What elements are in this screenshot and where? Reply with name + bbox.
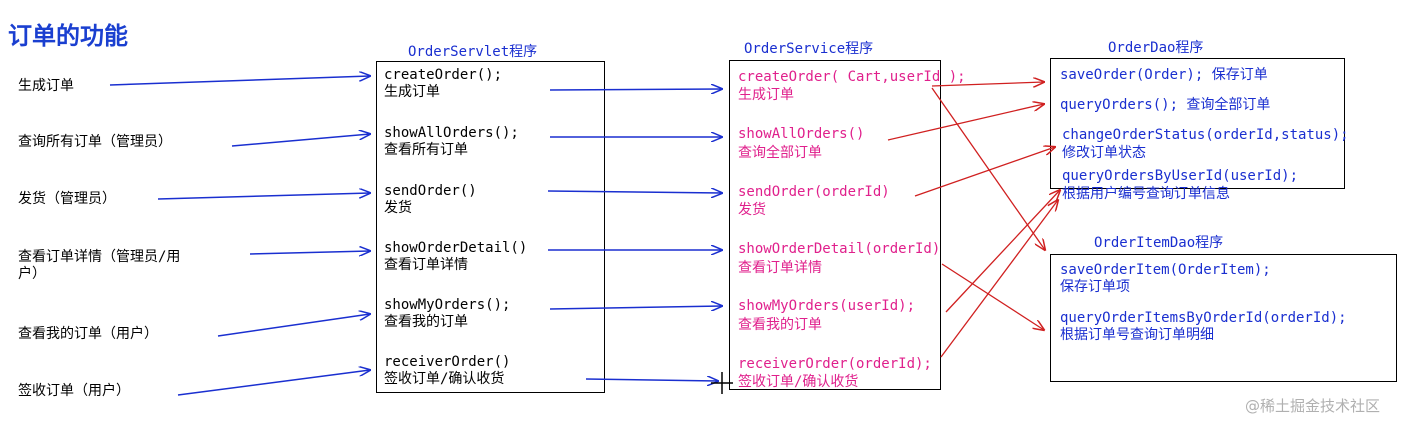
servlet-desc-show-all: 查看所有订单 (384, 142, 468, 158)
order-dao-line-by-user-desc: 根据用户编号查询订单信息 (1062, 186, 1230, 202)
service-method-create: createOrder( Cart,userId ); (738, 69, 966, 85)
feature-label-receive: 签收订单（用户） (18, 383, 130, 399)
servlet-desc-create: 生成订单 (384, 84, 440, 100)
arrow-service-send (914, 147, 1055, 197)
servlet-method-create: createOrder(); (384, 67, 503, 83)
order-item-dao-line-save: saveOrderItem(OrderItem); (1060, 262, 1271, 278)
arrow-servlet-my-orders (549, 306, 722, 309)
service-desc-my-orders: 查看我的订单 (738, 317, 822, 333)
arrow-feature-create (109, 76, 370, 86)
service-method-send: sendOrder(orderId) (738, 184, 890, 200)
order-dao-line-change-status: changeOrderStatus(orderId,status); (1062, 127, 1349, 143)
service-box (729, 60, 941, 390)
arrow-feature-my-orders (217, 314, 370, 337)
order-dao-line-by-user: queryOrdersByUserId(userId); (1062, 168, 1299, 184)
order-dao-box (1050, 58, 1345, 189)
feature-label-detail-line2: 户） (18, 266, 46, 282)
cursor-cross-icon (711, 372, 733, 394)
servlet-method-my-orders: showMyOrders(); (384, 297, 511, 313)
arrow-feature-query-all (231, 134, 370, 147)
service-header: OrderService程序 (744, 41, 874, 57)
service-method-detail: showOrderDetail(orderId) (738, 241, 941, 257)
service-desc-detail: 查看订单详情 (738, 260, 822, 276)
service-desc-show-all: 查询全部订单 (738, 145, 822, 161)
servlet-desc-receive: 签收订单/确认收货 (384, 371, 505, 387)
arrow-service-create-save-order (931, 82, 1044, 86)
arrow-service-receive (940, 200, 1058, 358)
order-dao-header: OrderDao程序 (1108, 40, 1204, 56)
arrow-servlet-receive (585, 379, 718, 381)
service-desc-create: 生成订单 (738, 87, 794, 103)
order-dao-line-save: saveOrder(Order); 保存订单 (1060, 67, 1268, 83)
arrow-service-detail (941, 263, 1044, 330)
arrow-servlet-create (549, 89, 722, 90)
service-desc-send: 发货 (738, 202, 766, 218)
servlet-desc-my-orders: 查看我的订单 (384, 314, 468, 330)
servlet-method-detail: showOrderDetail() (384, 240, 528, 256)
arrow-service-create-save-item (931, 87, 1045, 250)
arrow-service-show-all (887, 104, 1044, 141)
page-title: 订单的功能 (8, 22, 128, 50)
order-dao-line-change-desc: 修改订单状态 (1062, 145, 1146, 161)
servlet-method-send: sendOrder() (384, 183, 477, 199)
servlet-box (376, 61, 605, 393)
feature-label-create: 生成订单 (18, 78, 74, 94)
feature-label-query-all: 查询所有订单（管理员） (18, 134, 172, 150)
arrow-servlet-send (547, 191, 722, 193)
order-item-dao-box (1050, 254, 1397, 382)
arrow-feature-detail (249, 251, 370, 254)
arrow-service-my-orders (945, 190, 1060, 313)
service-method-my-orders: showMyOrders(userId); (738, 298, 916, 314)
service-desc-receive: 签收订单/确认收货 (738, 374, 859, 390)
order-item-dao-line-query: queryOrderItemsByOrderId(orderId); (1060, 310, 1347, 326)
service-method-show-all: showAllOrders() (738, 126, 865, 142)
feature-label-my-orders: 查看我的订单（用户） (18, 326, 158, 342)
feature-label-detail: 查看订单详情（管理员/用 (18, 249, 181, 265)
arrow-feature-receive (177, 370, 370, 396)
servlet-header: OrderServlet程序 (408, 44, 538, 60)
order-item-dao-line-save-desc: 保存订单项 (1060, 279, 1130, 295)
servlet-method-show-all: showAllOrders(); (384, 125, 519, 141)
servlet-desc-send: 发货 (384, 200, 412, 216)
watermark: @稀土掘金技术社区 (1245, 397, 1381, 415)
servlet-method-receive: receiverOrder() (384, 354, 511, 370)
servlet-desc-detail: 查看订单详情 (384, 257, 468, 273)
feature-label-send: 发货（管理员） (18, 191, 116, 207)
arrow-feature-send (157, 193, 370, 200)
order-dao-line-query: queryOrders(); 查询全部订单 (1060, 97, 1271, 113)
top-clipped-text: ··································· (636, 0, 910, 8)
order-item-dao-line-query-desc: 根据订单号查询订单明细 (1060, 327, 1214, 343)
service-method-receive: receiverOrder(orderId); (738, 356, 932, 372)
order-item-dao-header: OrderItemDao程序 (1094, 235, 1224, 251)
